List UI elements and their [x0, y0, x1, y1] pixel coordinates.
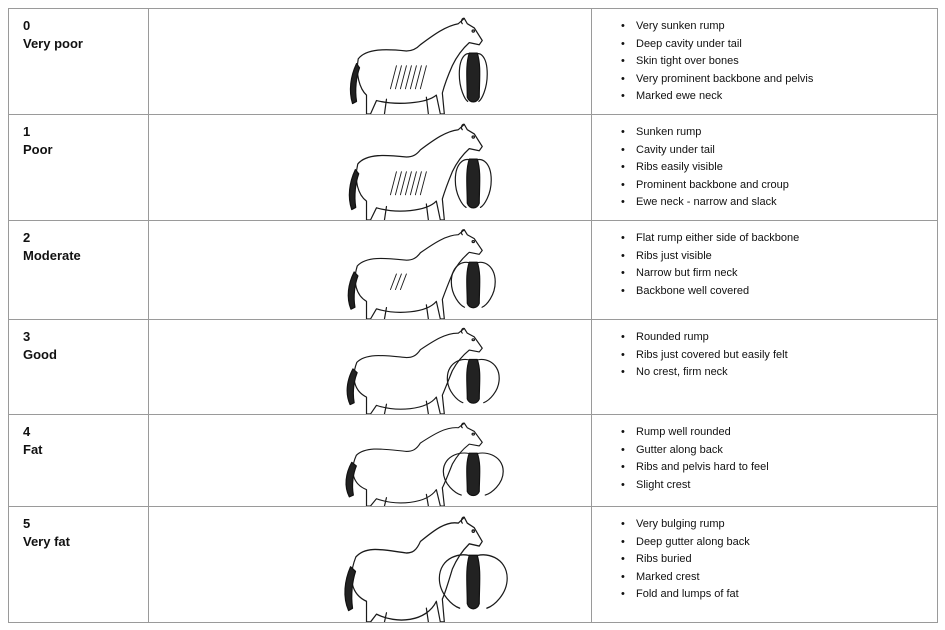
list-item: Sunken rump	[621, 124, 937, 142]
description-cell: Very bulging rumpDeep gutter along backR…	[591, 506, 938, 623]
thin-horse-side-view-icon	[348, 123, 483, 220]
description-cell: Very sunken rumpDeep cavity under tailSk…	[591, 8, 938, 115]
list-item: Very prominent backbone and pelvis	[621, 71, 937, 89]
list-item: Rump well rounded	[621, 424, 937, 442]
good-horse-side-view-icon	[346, 327, 483, 414]
list-item: Ribs easily visible	[621, 159, 937, 177]
thin-horse-rear-view-icon	[454, 158, 492, 209]
score-label: Very fat	[23, 534, 70, 549]
list-item: Marked ewe neck	[621, 88, 937, 106]
list-item: Deep cavity under tail	[621, 36, 937, 54]
score-number: 1	[23, 124, 31, 139]
illustration-cell	[148, 319, 592, 415]
moderate-horse-side-view-icon	[347, 229, 483, 319]
score-number: 2	[23, 230, 31, 245]
illustration-cell	[148, 506, 592, 623]
list-item: Deep gutter along back	[621, 534, 937, 552]
list-item: Marked crest	[621, 569, 937, 587]
list-item: Flat rump either side of backbone	[621, 230, 937, 248]
list-item: Cavity under tail	[621, 142, 937, 160]
list-item: No crest, firm neck	[621, 364, 937, 382]
very-thin-horse-side-view-icon	[349, 17, 483, 114]
very-fat-horse-side-view-icon	[344, 516, 483, 622]
description-cell: Sunken rumpCavity under tailRibs easily …	[591, 114, 938, 221]
characteristics-list: Rounded rumpRibs just covered but easily…	[592, 329, 937, 382]
characteristics-list: Very sunken rumpDeep cavity under tailSk…	[592, 18, 937, 106]
score-label: Poor	[23, 142, 53, 157]
illustration-cell	[148, 220, 592, 320]
characteristics-list: Flat rump either side of backboneRibs ju…	[592, 230, 937, 300]
list-item: Ribs just visible	[621, 248, 937, 266]
list-item: Prominent backbone and croup	[621, 177, 937, 195]
good-horse-rear-view-icon	[446, 358, 500, 404]
score-number: 4	[23, 424, 31, 439]
list-item: Ribs just covered but easily felt	[621, 347, 937, 365]
list-item: Gutter along back	[621, 442, 937, 460]
illustration-cell	[148, 114, 592, 221]
list-item: Fold and lumps of fat	[621, 586, 937, 604]
list-item: Skin tight over bones	[621, 53, 937, 71]
fat-horse-side-view-icon	[345, 422, 483, 506]
score-number: 0	[23, 18, 31, 33]
very-fat-horse-rear-view-icon	[438, 554, 508, 610]
list-item: Backbone well covered	[621, 283, 937, 301]
illustration-cell	[148, 8, 592, 115]
list-item: Ribs buried	[621, 551, 937, 569]
description-cell: Rounded rumpRibs just covered but easily…	[591, 319, 938, 415]
score-label: Fat	[23, 442, 43, 457]
description-cell: Flat rump either side of backboneRibs ju…	[591, 220, 938, 320]
illustration-cell	[148, 414, 592, 507]
fat-horse-rear-view-icon	[442, 452, 504, 497]
score-number: 5	[23, 516, 31, 531]
list-item: Very bulging rump	[621, 516, 937, 534]
score-label: Very poor	[23, 36, 83, 51]
list-item: Narrow but firm neck	[621, 265, 937, 283]
score-label: Good	[23, 347, 57, 362]
list-item: Slight crest	[621, 477, 937, 495]
description-cell: Rump well roundedGutter along backRibs a…	[591, 414, 938, 507]
very-thin-horse-rear-view-icon	[458, 52, 488, 103]
list-item: Rounded rump	[621, 329, 937, 347]
characteristics-list: Very bulging rumpDeep gutter along backR…	[592, 516, 937, 604]
score-label: Moderate	[23, 248, 81, 263]
list-item: Very sunken rump	[621, 18, 937, 36]
list-item: Ribs and pelvis hard to feel	[621, 459, 937, 477]
characteristics-list: Sunken rumpCavity under tailRibs easily …	[592, 124, 937, 212]
score-number: 3	[23, 329, 31, 344]
moderate-horse-rear-view-icon	[450, 261, 496, 309]
list-item: Ewe neck - narrow and slack	[621, 194, 937, 212]
characteristics-list: Rump well roundedGutter along backRibs a…	[592, 424, 937, 494]
